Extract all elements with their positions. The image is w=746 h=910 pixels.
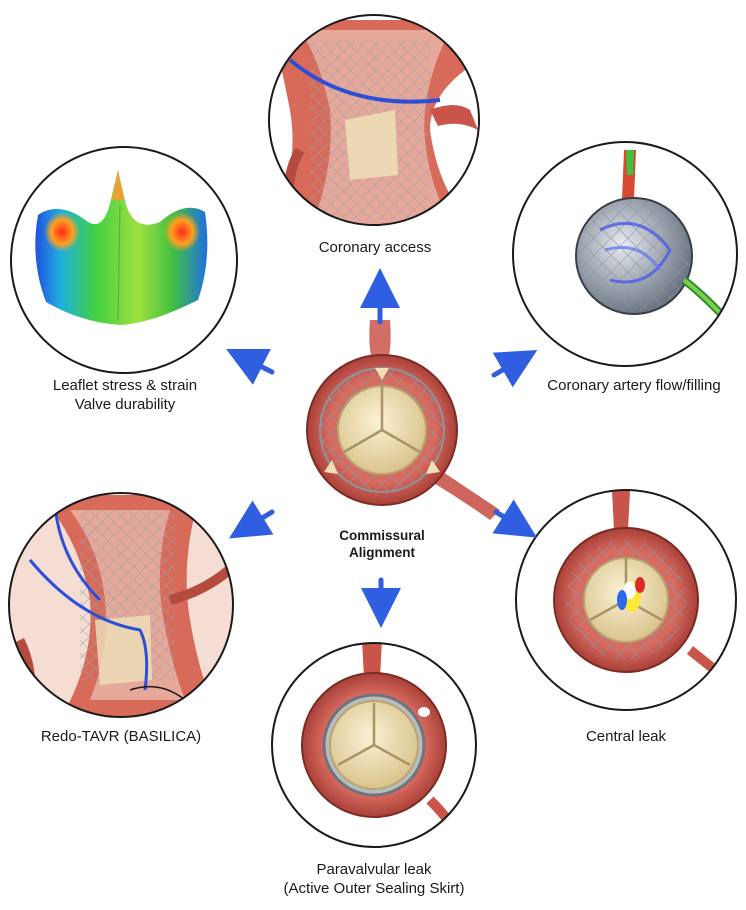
arrow-to-coronary-flow	[494, 360, 520, 375]
center-valve-illustration	[307, 320, 500, 520]
label-paravalvular-line2: (Active Outer Sealing Skirt)	[264, 879, 484, 898]
label-central-leak: Central leak	[566, 727, 686, 746]
label-leaflet-stress-line2: Valve durability	[20, 395, 230, 414]
label-coronary-access: Coronary access	[300, 238, 450, 257]
panel-coronary-flow	[513, 142, 740, 366]
arrow-to-leaflet-stress	[244, 358, 272, 372]
arrow-to-central-leak	[496, 512, 520, 527]
label-paravalvular-line1: Paravalvular leak	[264, 860, 484, 879]
label-leaflet-stress: Leaflet stress & strain Valve durability	[20, 376, 230, 414]
label-leaflet-stress-line1: Leaflet stress & strain	[20, 376, 230, 395]
center-title: Commissural Alignment	[322, 527, 442, 561]
panel-paravalvular-leak	[272, 640, 476, 860]
center-title-line2: Alignment	[322, 544, 442, 561]
label-redo-tavr: Redo-TAVR (BASILICA)	[16, 727, 226, 746]
label-paravalvular-leak: Paravalvular leak (Active Outer Sealing …	[264, 860, 484, 898]
arrow-to-redo-tavr	[246, 512, 272, 528]
center-title-line1: Commissural	[322, 527, 442, 544]
panel-coronary-access	[269, 15, 480, 230]
panel-leaflet-stress	[11, 147, 237, 373]
panel-central-leak	[516, 490, 740, 710]
panel-redo-tavr	[9, 493, 240, 720]
label-coronary-flow: Coronary artery flow/filling	[528, 376, 740, 395]
